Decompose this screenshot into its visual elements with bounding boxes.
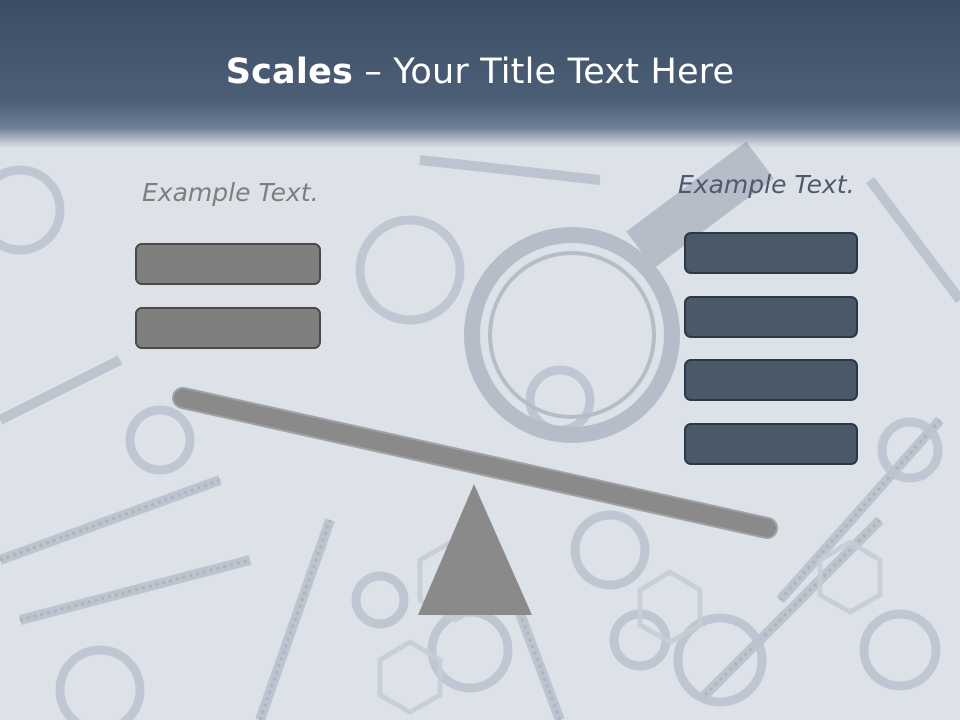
right-text-box-2[interactable] (684, 296, 858, 338)
title-band (0, 0, 960, 148)
slide-title: Scales – Your Title Text Here (0, 52, 960, 92)
right-example-text: Example Text. (678, 170, 855, 199)
title-bold-part: Scales (225, 52, 354, 92)
right-text-box-1[interactable] (684, 232, 858, 274)
left-example-text: Example Text. (142, 178, 319, 207)
left-text-box-1[interactable] (135, 243, 321, 285)
title-rest: – Your Title Text Here (353, 52, 735, 92)
right-text-box-3[interactable] (684, 359, 858, 401)
right-text-box-4[interactable] (684, 423, 858, 465)
left-text-box-2[interactable] (135, 307, 321, 349)
fulcrum-triangle (418, 484, 532, 615)
scale-beam (174, 389, 776, 537)
